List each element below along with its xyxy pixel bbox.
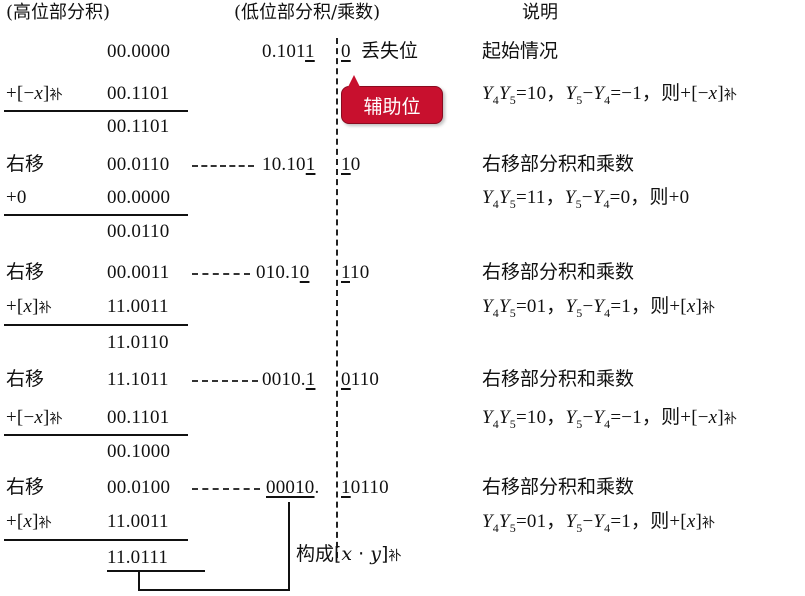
r12-high: 00.0100 [107,477,171,498]
header-low-partial: (低位部分积/乘数) [234,2,381,23]
r6-note: 右移部分积和乘数 [482,261,635,283]
r12-aux: 10110 [341,477,389,498]
r0-high: 00.0000 [107,41,171,62]
r10-high: 00.1101 [107,407,170,428]
r3-low: 10.101 [262,154,316,175]
r1-op: +[−x]补 [6,83,63,104]
r9-op: 右移 [6,368,45,390]
bracket-right-leg [288,502,290,591]
r11-high: 00.1000 [107,441,171,462]
r3-aux: 10 [341,154,361,175]
r12-op: 右移 [6,476,45,498]
r10-op: +[−x]补 [6,407,63,428]
r13-high: 11.0011 [107,511,169,532]
r7-note: Y4Y5=01，Y5−Y4=1，则+[x]补 [482,296,716,320]
r7-high: 11.0011 [107,296,169,317]
auxiliary-bit-callout: 辅助位 [341,75,443,124]
r9-shift-dash [192,380,258,382]
sum-line-2 [4,214,188,216]
r9-note: 右移部分积和乘数 [482,368,635,390]
bracket-left-leg [138,570,140,590]
r12-low: 00010. [266,477,320,498]
r7-op: +[x]补 [6,296,52,317]
final-underline [107,570,205,572]
sum-line-5 [4,539,188,541]
r1-high: 00.1101 [107,83,170,104]
r9-aux: 0110 [341,369,380,390]
r6-high: 00.0011 [107,262,170,283]
r4-high: 00.0000 [107,187,171,208]
r13-op: +[x]补 [6,511,52,532]
r0-aux: 0 [341,41,351,62]
r3-note: 右移部分积和乘数 [482,153,635,175]
r13-note: Y4Y5=01，Y5−Y4=1，则+[x]补 [482,511,716,535]
r4-note: Y4Y5=11，Y5−Y4=0，则+0 [482,187,690,211]
r5-high: 00.0110 [107,221,170,242]
r3-op: 右移 [6,153,45,175]
header-high-partial: (高位部分积) [6,2,111,23]
r2-high: 00.1101 [107,116,170,137]
r9-low: 0010.1 [262,369,316,390]
r14-high: 11.0111 [107,547,169,568]
sum-line-4 [4,434,188,436]
sum-line-1 [4,110,188,112]
r6-shift-dash [192,273,250,275]
r0-low: 0.1011 [262,41,315,62]
r3-high: 00.0110 [107,154,170,175]
r12-note: 右移部分积和乘数 [482,476,635,498]
r6-op: 右移 [6,261,45,283]
r4-op: +0 [6,187,27,208]
r12-shift-dash [192,488,260,490]
r3-shift-dash [192,165,254,167]
r0-note: 起始情况 [482,40,559,62]
r6-low: 010.10 [256,262,310,283]
r10-note: Y4Y5=10，Y5−Y4=−1，则+[−x]补 [482,407,738,431]
auxiliary-divider [336,38,338,558]
sum-line-3 [4,324,188,326]
result-label: 构成[x · y]补 [296,543,402,565]
r9-high: 11.1011 [107,369,169,390]
lost-bit-label: 丢失位 [361,40,419,62]
r8-high: 11.0110 [107,332,169,353]
header-note: 说明 [522,2,558,23]
bracket-bottom [138,589,290,591]
r1-note: Y4Y5=10，Y5−Y4=−1，则+[−x]补 [482,83,738,107]
r6-aux: 110 [341,262,370,283]
